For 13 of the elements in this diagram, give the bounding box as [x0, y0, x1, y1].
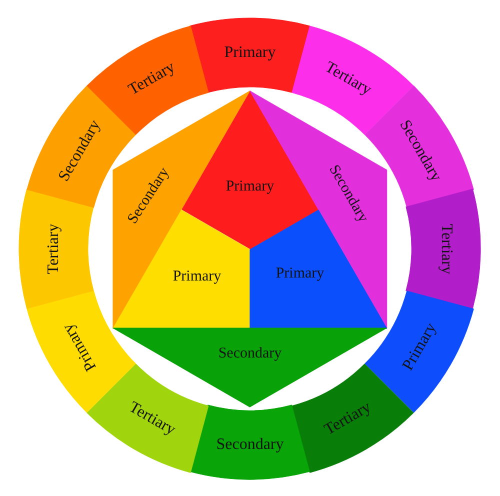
segment-label: Primary	[172, 270, 222, 284]
ring-segment	[19, 189, 94, 309]
segment-label: Secondary	[216, 437, 284, 454]
segment-label: Secondary	[218, 346, 282, 362]
segment-label: Primary	[226, 180, 274, 194]
segment-label: Primary	[224, 44, 276, 60]
segment-label: Tertiary	[46, 224, 62, 274]
ring-segment	[406, 189, 481, 309]
segment-label: Primary	[276, 266, 324, 282]
center-segment	[182, 91, 318, 249]
segment-label: Tertiary	[438, 224, 454, 274]
ring-segment	[190, 405, 310, 480]
ring-segment	[190, 18, 310, 93]
